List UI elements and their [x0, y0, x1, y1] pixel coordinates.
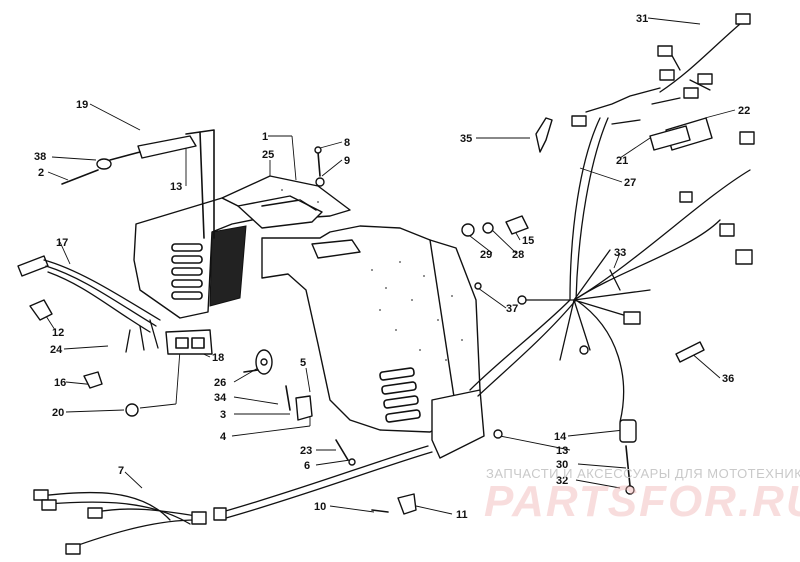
callout-28: 28: [512, 249, 524, 261]
callout-25: 25: [262, 149, 274, 161]
callout-19: 19: [76, 99, 88, 111]
callout-16: 16: [54, 377, 66, 389]
callout-2: 2: [38, 167, 44, 179]
callout-18: 18: [212, 352, 224, 364]
callout-20: 20: [52, 407, 64, 419]
lower-harness: [33, 445, 433, 555]
callout-labels: 31 19 1 8 9 25 38 2 13 35 22 21 27 17 15…: [34, 13, 750, 521]
callout-21: 21: [616, 155, 628, 167]
watermark-logo: PARTSFOR.RU: [484, 477, 800, 526]
wiring-harness: [469, 13, 755, 423]
callout-1: 1: [262, 131, 268, 143]
watermark-tagline: ЗАПЧАСТИ И АКСЕССУАРЫ ДЛЯ МОТОТЕХНИКИ: [486, 466, 800, 481]
callout-14: 14: [554, 431, 567, 443]
callout-32: 32: [556, 475, 568, 487]
left-cable-assembly: [17, 255, 213, 417]
callout-22: 22: [738, 105, 750, 117]
mirror-assembly: [61, 129, 215, 239]
callout-17: 17: [56, 237, 68, 249]
callout-15: 15: [522, 235, 534, 247]
callout-35: 35: [460, 133, 472, 145]
callout-34: 34: [214, 392, 227, 404]
callout-5: 5: [300, 357, 306, 369]
callout-33: 33: [614, 247, 626, 259]
callout-11: 11: [456, 509, 468, 521]
callout-36: 36: [722, 373, 734, 385]
watermark: ЗАПЧАСТИ И АКСЕССУАРЫ ДЛЯ МОТОТЕХНИКИ PA…: [484, 466, 800, 526]
callout-37: 37: [506, 303, 518, 315]
callout-4: 4: [220, 431, 227, 443]
small-hardware: [243, 146, 637, 495]
callout-6: 6: [304, 460, 310, 472]
callout-7: 7: [118, 465, 124, 477]
callout-10: 10: [314, 501, 326, 513]
callout-27: 27: [624, 177, 636, 189]
callout-31: 31: [636, 13, 648, 25]
cowl-housing: [133, 175, 485, 459]
callout-12: 12: [52, 327, 64, 339]
callout-13-top: 13: [170, 181, 182, 193]
callout-9: 9: [344, 155, 350, 167]
callout-3: 3: [220, 409, 226, 421]
callout-23: 23: [300, 445, 312, 457]
callout-24: 24: [50, 344, 63, 356]
callout-26: 26: [214, 377, 226, 389]
callout-13-bottom: 13: [556, 445, 568, 457]
callout-8: 8: [344, 137, 350, 149]
callout-29: 29: [480, 249, 492, 261]
callout-30: 30: [556, 459, 568, 471]
callout-38: 38: [34, 151, 46, 163]
